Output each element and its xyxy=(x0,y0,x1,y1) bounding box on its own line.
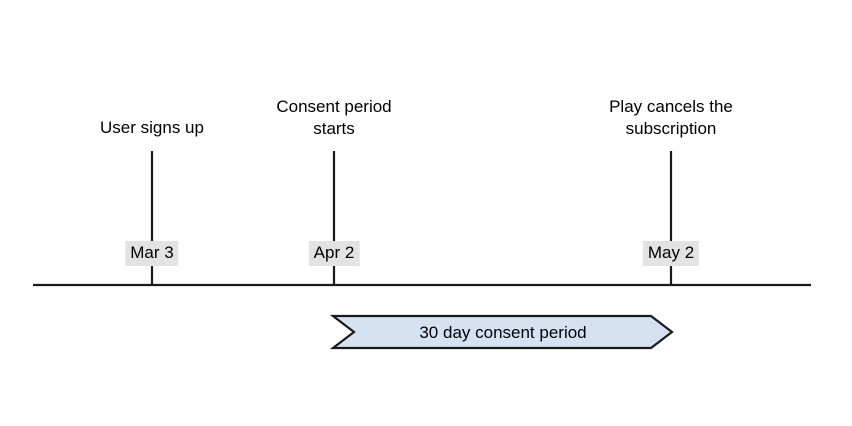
date-chip-mar-3: Mar 3 xyxy=(125,241,179,266)
date-chip-may-2: May 2 xyxy=(642,241,700,266)
event-caption-play-cancels: Play cancels the subscription xyxy=(609,97,733,138)
consent-period-band-shape xyxy=(329,314,674,350)
date-chip-apr-2: Apr 2 xyxy=(308,241,360,266)
event-caption-consent-start: Consent period starts xyxy=(276,97,392,138)
event-caption-signup: User signs up xyxy=(100,118,204,137)
consent-period-band-label: 30 day consent period xyxy=(419,323,587,342)
